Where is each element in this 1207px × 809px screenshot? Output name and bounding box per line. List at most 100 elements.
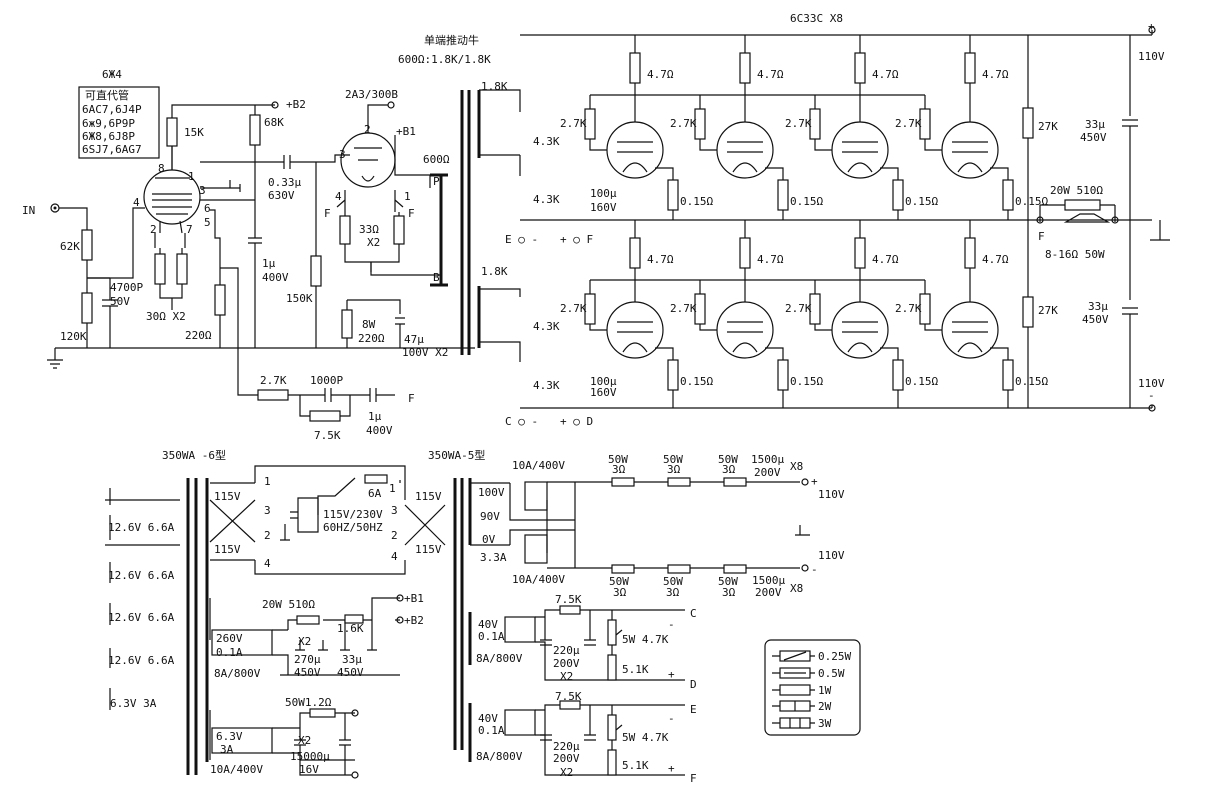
label-xb-p1: 115V — [415, 490, 442, 503]
label-bias2-minus: - — [668, 712, 675, 725]
resistor-150k — [310, 255, 322, 287]
tube-6c33c-icon-r1c3 — [941, 301, 999, 359]
label-r-220: 220Ω — [185, 329, 212, 342]
label-lv-sec: 6.3V — [216, 730, 243, 743]
resistor-15k — [166, 117, 178, 147]
label-lv-x2: X2 — [298, 734, 311, 747]
resistor-220-8w — [341, 309, 353, 339]
label-hs-100v: 100V — [478, 486, 505, 499]
label-c-4700p-v: 50V — [110, 295, 130, 308]
resistor-4r7-r1c2 — [854, 237, 866, 269]
label-xa-s3: 12.6V 6.6A — [108, 611, 175, 624]
label-input-label: IN — [22, 204, 35, 217]
label-bias1-d-out: D — [690, 678, 697, 691]
resistor-2k7-r1c2 — [809, 293, 821, 325]
label-t2a3-pin4: 4 — [335, 190, 342, 203]
label-tube-2a3-title: 2A3/300B — [345, 88, 398, 101]
label-substitute-4: 6SJ7,6AG7 — [82, 143, 142, 156]
label-fuse: 6A — [368, 487, 382, 500]
resistor-30-b — [176, 253, 188, 285]
resistor-510-speaker — [1064, 199, 1101, 211]
label-4r7-r0c3: 4.7Ω — [982, 68, 1009, 81]
resistor-2k7-r0c0 — [584, 108, 596, 140]
label-2k7-r1c0: 2.7K — [560, 302, 587, 315]
resistor-4r7-r1c3 — [964, 237, 976, 269]
label-r-62k: 62K — [60, 240, 80, 253]
label-2k7-r1c2: 2.7K — [785, 302, 812, 315]
label-hs-out-plus: + — [811, 475, 818, 488]
label-bias1-r51: 5.1K — [622, 663, 649, 676]
resistor-1r2 — [309, 708, 336, 718]
label-e-minus: E ○ - — [505, 233, 538, 246]
label-xa-n3: 3 — [264, 504, 271, 517]
label-hs-r5: 50W — [663, 575, 683, 588]
label-leg-3: 1W — [818, 684, 832, 697]
label-0r15-r1c2: 0.15Ω — [905, 375, 938, 388]
label-bias1-sec-a: 0.1A — [478, 630, 505, 643]
label-b1-label: +B1 — [396, 125, 416, 138]
label-c33u-a-v: 450V — [1080, 131, 1107, 144]
label-4r7-r1c2: 4.7Ω — [872, 253, 899, 266]
label-c100u-b-v: 160V — [590, 386, 617, 399]
label-pin-2: 2 — [150, 223, 157, 236]
label-bias1-r: 7.5K — [555, 593, 582, 606]
label-r-150k: 150K — [286, 292, 313, 305]
label-b2-sup-r: 1.6K — [337, 622, 364, 635]
label-hs-r3: 50W — [718, 453, 738, 466]
label-hs-out-110a: 110V — [818, 488, 845, 501]
label-4r7-r0c0: 4.7Ω — [647, 68, 674, 81]
label-bias2-plus: + — [668, 762, 675, 775]
label-bias2-x2: X2 — [560, 766, 573, 779]
label-c-1u-fb-v: 400V — [366, 424, 393, 437]
label-t2a3-pin1: 1 — [404, 190, 411, 203]
label-pin-3: 3 — [199, 184, 206, 197]
label-bias1-minus: - — [668, 618, 675, 631]
label-c33u-a: 33μ — [1085, 118, 1105, 131]
label-hv-c270: 270μ — [294, 653, 321, 666]
label-xb-p2: 115V — [415, 543, 442, 556]
label-hs-r1: 50W — [608, 453, 628, 466]
ground-icon — [47, 347, 475, 369]
resistor-33-b — [393, 215, 405, 245]
resistor-33-a — [339, 215, 351, 245]
label-spk-imp: 8-16Ω 50W — [1045, 248, 1105, 261]
label-f-left: F — [324, 207, 331, 220]
label-b2-sup-label: +B2 — [404, 614, 424, 627]
resistor-0r15-r1c1 — [777, 359, 789, 391]
label-c-minus: C ○ - — [505, 415, 538, 428]
label-hv-rect: 8A/800V — [214, 667, 261, 680]
resistor-4r7-r0c2 — [854, 52, 866, 84]
label-bias1-c: 220μ — [553, 644, 580, 657]
label-bias2-sec-a: 0.1A — [478, 724, 505, 737]
label-hv-sec-a: 0.1A — [216, 646, 243, 659]
resistor-4r7-r0c1 — [739, 52, 751, 84]
label-xfmr-ratio: 600Ω:1.8K/1.8K — [398, 53, 491, 66]
label-f-fb: F — [408, 392, 415, 405]
label-minus-bot: - — [1148, 389, 1155, 402]
label-spk-f: F — [1038, 230, 1045, 243]
label-v110-top: 110V — [1138, 50, 1165, 63]
output-stage: 4.7Ω2.7K0.15Ω4.7Ω2.7K0.15Ω4.7Ω2.7K0.15Ω4… — [560, 35, 1048, 408]
label-hs-0v: 0V — [482, 533, 496, 546]
label-hs-r4: 50W — [609, 575, 629, 588]
label-hs-r2o: 3Ω — [667, 463, 681, 476]
resistor-legend — [772, 650, 815, 729]
label-spk-r: 20W 510Ω — [1050, 184, 1103, 197]
label-2k7-r0c3: 2.7K — [895, 117, 922, 130]
resistor-4r7-r1c0 — [629, 237, 641, 269]
label-bias1-c-v: 200V — [553, 657, 580, 670]
label-xa-s4: 12.6V 6.6A — [108, 654, 175, 667]
label-hs-rect-bot: 10A/400V — [512, 573, 565, 586]
label-r-33x2b: X2 — [367, 236, 380, 249]
label-2k7-r1c1: 2.7K — [670, 302, 697, 315]
label-xa-s5: 6.3V 3A — [110, 697, 157, 710]
speaker-icon — [1063, 213, 1111, 223]
label-4r7-r1c3: 4.7Ω — [982, 253, 1009, 266]
label-r43k-d: 4.3K — [533, 379, 560, 392]
label-hs-c-bot-v: 200V — [755, 586, 782, 599]
legend-symbol-5 — [779, 717, 811, 729]
resistor-4r7-r0c0 — [629, 52, 641, 84]
resistor-510-b2 — [296, 615, 320, 625]
resistor-2k7-r1c3 — [919, 293, 931, 325]
